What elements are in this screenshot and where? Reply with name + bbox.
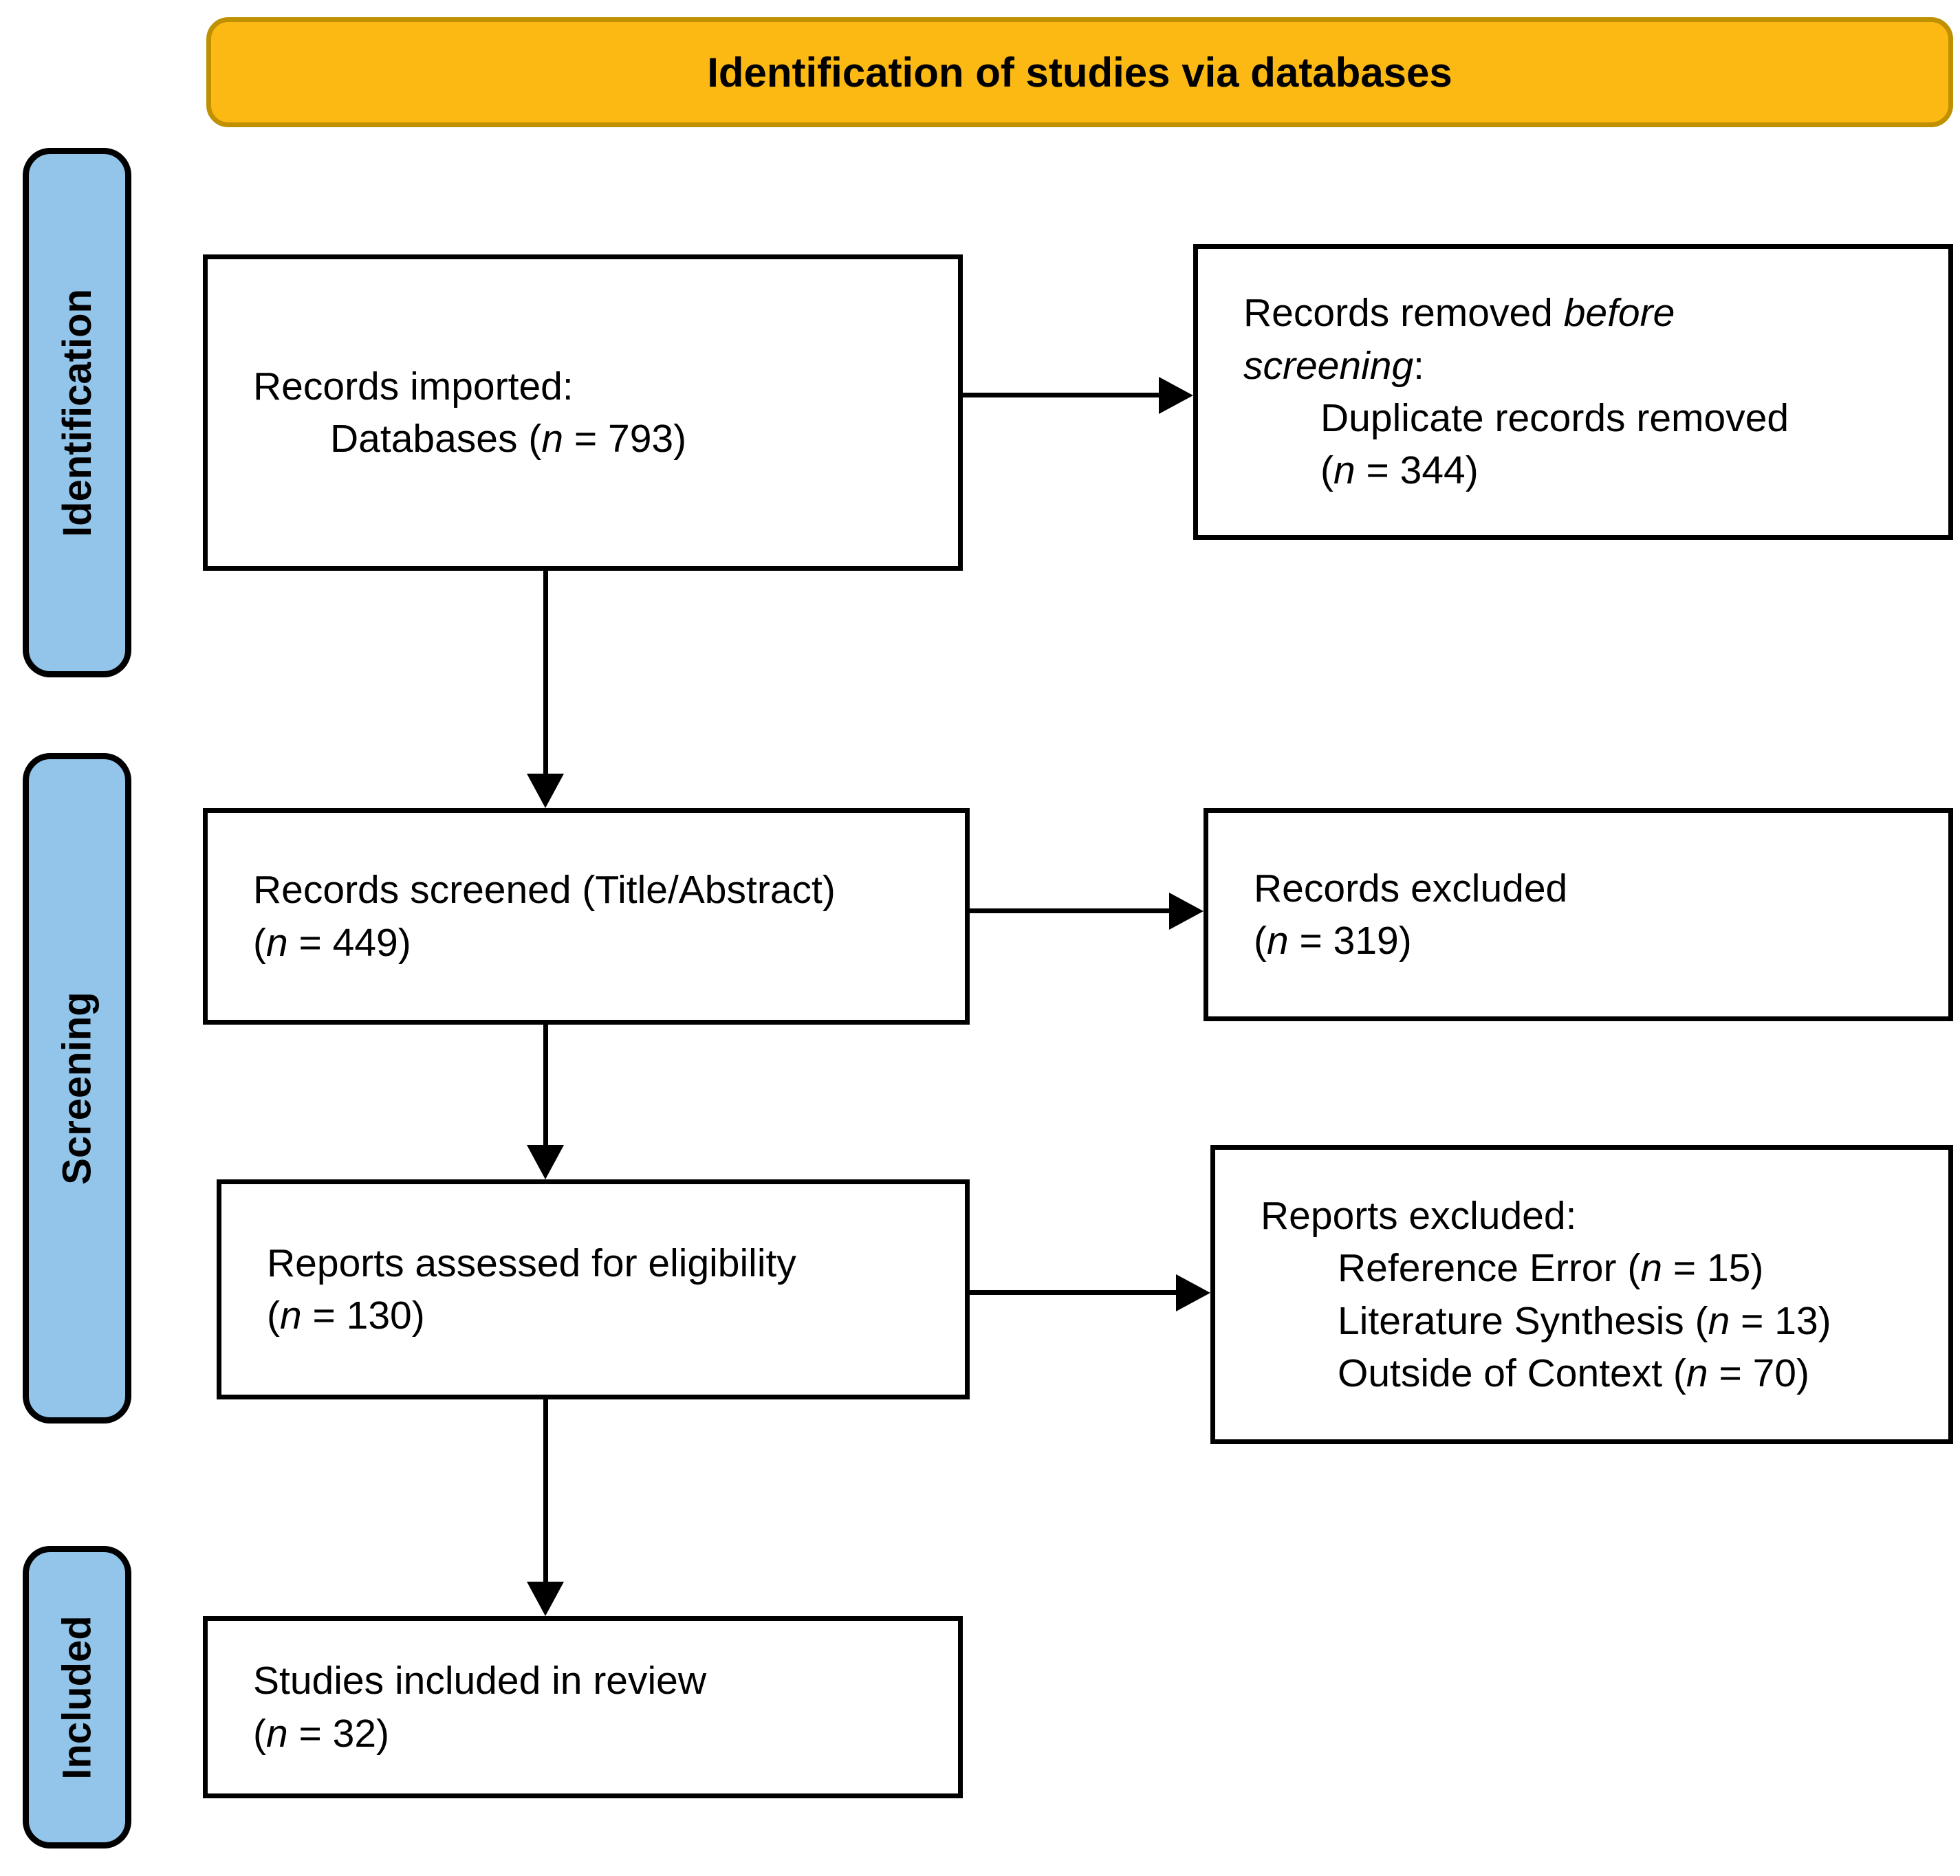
arrow-screened-to-excluded-head (1169, 893, 1204, 930)
arrow-assessed-to-reports-excluded-shaft (970, 1290, 1177, 1295)
reports-excluded-header: Reports excluded: (1261, 1193, 1577, 1238)
reports-excluded-item-2-prefix: Literature Synthesis ( (1338, 1298, 1708, 1343)
diagram-title-text: Identification of studies via databases (707, 49, 1452, 96)
records-imported-n: n (541, 417, 564, 461)
reports-excluded-item-3-suffix: = 70) (1708, 1351, 1809, 1395)
studies-included-n: n (265, 1711, 288, 1756)
reports-excluded-item-2-suffix: = 13) (1730, 1298, 1831, 1343)
arrow-screened-to-assessed-head (527, 1145, 564, 1179)
records-screened-n: n (265, 920, 288, 965)
records-removed-line4: (n = 344) (1243, 444, 1924, 497)
records-excluded-n: n (1266, 919, 1289, 963)
arrow-assessed-to-reports-excluded-head (1176, 1274, 1210, 1311)
records-screened-line1: Records screened (Title/Abstract) (253, 868, 836, 913)
arrow-assessed-to-included-shaft (543, 1399, 548, 1583)
records-screened-line2-suffix: = 449) (287, 920, 411, 965)
reports-excluded-item-3-n: n (1686, 1351, 1708, 1395)
stage-label-identification: Identification (23, 148, 131, 677)
studies-included-line2-suffix: = 32) (287, 1711, 390, 1756)
records-removed-line2-italic: screening (1243, 343, 1414, 388)
reports-excluded-item-1-n: n (1640, 1246, 1663, 1291)
box-studies-included: Studies included in review (n = 32) (203, 1616, 963, 1798)
box-records-imported: Records imported: Databases (n = 793) (203, 254, 963, 571)
diagram-title-banner: Identification of studies via databases (206, 17, 1953, 127)
reports-excluded-item-3: Outside of Context (n = 70) (1261, 1347, 1924, 1399)
records-removed-line2-suffix: : (1413, 343, 1424, 388)
records-removed-n: n (1333, 448, 1355, 493)
records-removed-line1-prefix: Records removed (1243, 291, 1564, 336)
records-removed-line4-suffix: = 344) (1355, 448, 1479, 493)
box-reports-assessed: Reports assessed for eligibility (n = 13… (217, 1179, 970, 1399)
records-screened-line2-prefix: ( (253, 920, 266, 965)
records-removed-line1-italic: before (1563, 291, 1675, 336)
records-removed-line1: Records removed before (1243, 287, 1924, 339)
stage-label-screening: Screening (23, 753, 131, 1424)
reports-assessed-line2: (n = 130) (267, 1289, 940, 1342)
arrow-imported-to-removed-head (1159, 377, 1193, 414)
records-imported-line1: Records imported: (253, 364, 574, 408)
stage-label-identification-text: Identification (54, 288, 100, 537)
box-records-screened: Records screened (Title/Abstract) (n = 4… (203, 808, 970, 1025)
box-records-excluded: Records excluded (n = 319) (1204, 808, 1953, 1021)
arrow-imported-to-removed-shaft (963, 393, 1160, 397)
reports-assessed-line2-prefix: ( (267, 1294, 280, 1338)
records-excluded-line2: (n = 319) (1254, 915, 1924, 967)
arrow-screened-to-assessed-shaft (543, 1025, 548, 1146)
stage-label-included-text: Included (54, 1615, 100, 1780)
reports-excluded-item-2-n: n (1708, 1298, 1730, 1343)
records-removed-line4-prefix: ( (1320, 448, 1333, 493)
reports-excluded-item-1-suffix: = 15) (1662, 1246, 1764, 1291)
reports-assessed-line2-suffix: = 130) (301, 1294, 425, 1338)
records-screened-line2: (n = 449) (253, 917, 940, 969)
reports-excluded-item-1: Reference Error (n = 15) (1261, 1242, 1924, 1294)
studies-included-line1: Studies included in review (253, 1659, 707, 1703)
records-imported-line2-suffix: = 793) (563, 417, 687, 461)
records-imported-line2-prefix: Databases ( (330, 417, 542, 461)
studies-included-line2-prefix: ( (253, 1711, 266, 1756)
reports-excluded-item-2: Literature Synthesis (n = 13) (1261, 1295, 1924, 1347)
records-excluded-line2-suffix: = 319) (1288, 919, 1412, 963)
box-reports-excluded: Reports excluded: Reference Error (n = 1… (1210, 1145, 1953, 1444)
records-excluded-line2-prefix: ( (1254, 919, 1267, 963)
arrow-imported-to-screened-shaft (543, 571, 548, 775)
box-records-removed-before-screening: Records removed before screening: Duplic… (1193, 244, 1953, 540)
reports-excluded-item-3-prefix: Outside of Context ( (1338, 1351, 1686, 1395)
stage-label-included: Included (23, 1546, 131, 1848)
arrow-assessed-to-included-head (527, 1582, 564, 1616)
arrow-screened-to-excluded-shaft (970, 908, 1170, 913)
records-removed-line3: Duplicate records removed (1320, 396, 1789, 440)
records-imported-line2: Databases (n = 793) (253, 413, 933, 465)
stage-label-screening-text: Screening (54, 992, 100, 1185)
reports-assessed-line1: Reports assessed for eligibility (267, 1241, 796, 1285)
reports-assessed-n: n (279, 1294, 302, 1338)
records-removed-line2: screening: (1243, 340, 1924, 392)
records-excluded-line1: Records excluded (1254, 866, 1568, 910)
reports-excluded-item-1-prefix: Reference Error ( (1338, 1246, 1641, 1291)
arrow-imported-to-screened-head (527, 774, 564, 808)
studies-included-line2: (n = 32) (253, 1708, 933, 1760)
